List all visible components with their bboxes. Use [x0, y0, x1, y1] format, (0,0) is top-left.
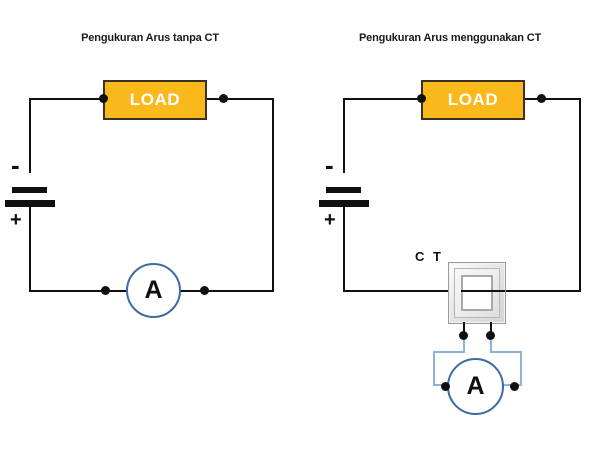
- secondary-ammeter[interactable]: A: [447, 358, 504, 415]
- right-wire-through-ct: [461, 290, 505, 292]
- right-load-input-node-dot: [417, 94, 426, 103]
- secondary-wire-left-down: [433, 351, 435, 385]
- right-wire-bottom-left: [343, 290, 461, 292]
- secondary-ammeter-label: A: [466, 372, 485, 400]
- left-load-output-node-dot: [219, 94, 228, 103]
- ct-core-window: [461, 275, 493, 311]
- left-load-label: LOAD: [129, 90, 181, 109]
- current-transformer-icon[interactable]: [448, 262, 506, 324]
- right-battery-positive-sign: +: [324, 209, 336, 231]
- left-wire-top-right: [207, 98, 274, 100]
- ct-terminal-dot-right: [486, 331, 495, 340]
- left-wire-rail-upper: [29, 98, 31, 173]
- right-wire-top-left: [343, 98, 421, 100]
- left-battery-positive-sign: +: [10, 209, 22, 231]
- right-battery-positive-plate: [319, 200, 369, 207]
- left-ammeter-label: A: [144, 276, 163, 304]
- secondary-wire-left-across: [433, 351, 465, 353]
- ct-terminal-pin-left: [463, 322, 465, 336]
- left-panel-title: Pengukuran Arus tanpa CT: [81, 32, 219, 44]
- right-battery-negative-sign: -: [325, 150, 334, 180]
- right-load-block[interactable]: LOAD: [421, 80, 525, 120]
- left-ammeter[interactable]: A: [126, 263, 181, 318]
- left-ammeter-left-terminal-dot: [101, 286, 110, 295]
- left-load-input-node-dot: [99, 94, 108, 103]
- ct-label: C T: [415, 249, 444, 264]
- secondary-wire-right-drop: [490, 336, 492, 352]
- secondary-ammeter-left-terminal-dot: [441, 382, 450, 391]
- right-wire-rail-lower: [343, 204, 345, 292]
- left-battery-positive-plate: [5, 200, 55, 207]
- right-wire-rail-right: [579, 98, 581, 292]
- secondary-ammeter-right-terminal-dot: [510, 382, 519, 391]
- left-wire-rail-right: [272, 98, 274, 292]
- left-ammeter-right-terminal-dot: [200, 286, 209, 295]
- ct-terminal-pin-right: [490, 322, 492, 336]
- left-wire-top-left: [29, 98, 103, 100]
- right-battery-negative-plate: [326, 187, 361, 193]
- left-wire-bottom-right: [178, 290, 274, 292]
- right-panel-title: Pengukuran Arus menggunakan CT: [358, 32, 542, 44]
- left-wire-rail-lower: [29, 204, 31, 292]
- right-wire-top-right: [523, 98, 581, 100]
- secondary-wire-right-across: [490, 351, 522, 353]
- ct-terminal-dot-left: [459, 331, 468, 340]
- left-wire-bottom-left: [29, 290, 126, 292]
- right-load-label: LOAD: [447, 90, 499, 109]
- right-wire-bottom-right: [505, 290, 581, 292]
- secondary-wire-right-down: [520, 351, 522, 385]
- right-load-output-node-dot: [537, 94, 546, 103]
- right-wire-rail-upper: [343, 98, 345, 173]
- secondary-wire-left-drop: [463, 336, 465, 352]
- left-battery-negative-plate: [12, 187, 47, 193]
- left-battery-negative-sign: -: [11, 150, 20, 180]
- left-load-block[interactable]: LOAD: [103, 80, 207, 120]
